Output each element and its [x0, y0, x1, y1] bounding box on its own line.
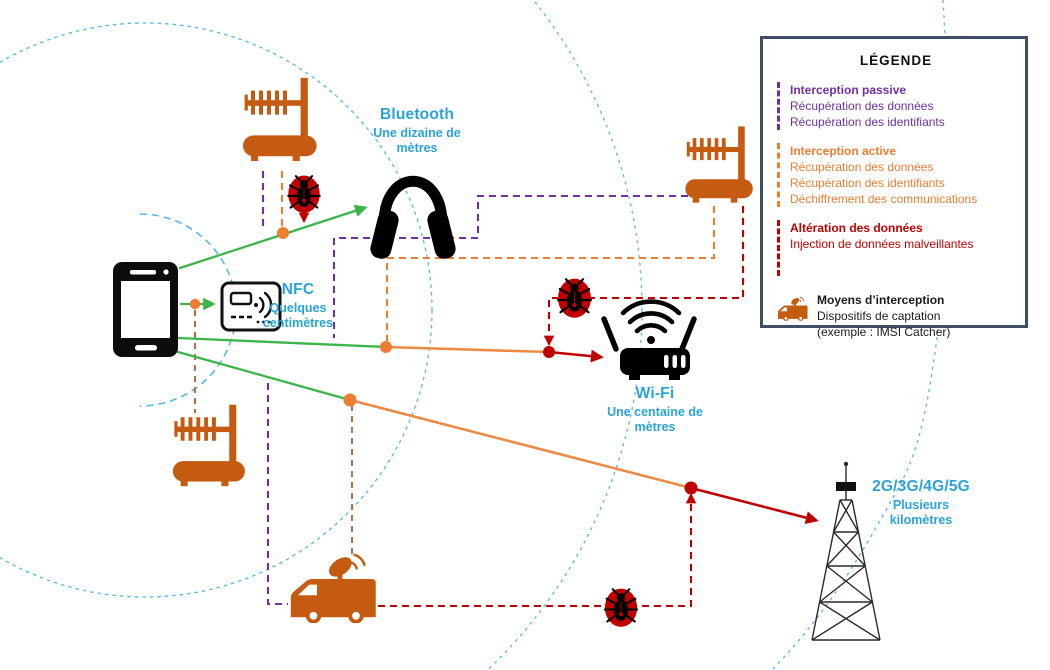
interceptor-router-icon: [243, 77, 317, 161]
wifi-title: Wi-Fi: [635, 385, 675, 402]
interceptor-router-icon: [172, 404, 245, 487]
smartphone-icon: [113, 262, 178, 357]
malware-bug-icon: [556, 277, 593, 319]
malware-bug-icon: [287, 174, 321, 214]
interceptor-router-icon: [685, 126, 753, 203]
passive-line: Récupération des identifiants: [790, 115, 945, 129]
active-title: Interception active: [790, 144, 897, 158]
wifi-router-icon: [601, 299, 697, 380]
nfc-card-icon: [220, 281, 282, 332]
cellular-title: 2G/3G/4G/5G: [872, 478, 970, 495]
legend-title: LÉGENDE: [859, 53, 933, 68]
alteration-line: Injection de données malveillantes: [790, 237, 974, 251]
passive-title: Interception passive: [790, 83, 907, 97]
wifi-range-arc: [486, 0, 643, 670]
interception-truck-icon: [289, 552, 377, 623]
alteration-point-wifi: [543, 346, 555, 358]
passive-dash-swatch: [777, 82, 780, 130]
cell-tower-icon: [811, 461, 881, 641]
wifi-link-altered-arrow: [547, 349, 604, 363]
interception-point-cellular: [343, 393, 357, 407]
legend-entry-passive: Interception passive Récupération des do…: [777, 82, 1015, 130]
wifi-link-line: [176, 336, 388, 349]
wifi-range-text: Une centaine de mètres: [607, 405, 703, 434]
bluetooth-range-arc: [0, 22, 433, 598]
passive-line: Récupération des données: [790, 99, 934, 113]
nfc-label: NFC Quelques centimètres: [252, 281, 344, 331]
wifi-label: Wi-Fi Une centaine de mètres: [599, 385, 711, 435]
active-line: Récupération des données: [790, 160, 934, 174]
wifi-link-intercepted-segment: [384, 345, 551, 354]
malware-bug-icon: [603, 587, 639, 628]
cellular-range-text: Plusieurs kilomètres: [889, 498, 953, 527]
interception-truck-icon: [777, 296, 809, 321]
legend-entry-alteration: Altération des données Injection de donn…: [777, 220, 1015, 276]
nfc-title: NFC: [281, 281, 315, 298]
cellular-link-line: [176, 350, 352, 402]
legend-panel: LÉGENDE Interception passive Récupératio…: [760, 36, 1028, 339]
interception-point-bluetooth: [277, 227, 289, 239]
headphones-icon: [370, 175, 456, 259]
bluetooth-link-line: [178, 204, 368, 270]
bluetooth-range-text: Une dizaine de mètres: [373, 126, 461, 155]
nfc-range-text: Quelques centimètres: [262, 301, 334, 330]
alteration-dash-swatch: [777, 220, 780, 276]
active-line: Déchiffrement des communications: [790, 192, 978, 206]
cellular-link-intercepted-segment: [348, 398, 693, 490]
interception-point-nfc: [189, 298, 201, 310]
bluetooth-label: Bluetooth Une dizaine de mètres: [367, 106, 467, 156]
passive-path-wifi: [332, 194, 688, 338]
active-line: Récupération des identifiants: [790, 176, 945, 190]
interception-point-wifi: [380, 341, 392, 353]
alteration-path-wifi: [543, 206, 745, 347]
means-title: Moyens d’interception: [817, 293, 945, 307]
legend-entry-means: Moyens d’interception Dispositifs de cap…: [777, 292, 1015, 340]
cellular-label: 2G/3G/4G/5G Plusieurs kilomètres: [872, 478, 970, 528]
cellular-link-altered-arrow: [689, 486, 819, 525]
alteration-title: Altération des données: [790, 221, 923, 235]
alteration-point-cellular: [684, 481, 698, 495]
active-path-wifi: [385, 206, 716, 341]
passive-path-cellular: [266, 383, 288, 606]
alteration-path-cellular: [378, 492, 697, 608]
means-line: Dispositifs de captation: [817, 309, 941, 323]
bluetooth-title: Bluetooth: [379, 106, 455, 123]
means-line: (exemple : IMSI Catcher): [817, 325, 951, 339]
active-dash-swatch: [777, 143, 780, 207]
legend-entry-active: Interception active Récupération des don…: [777, 143, 1015, 207]
